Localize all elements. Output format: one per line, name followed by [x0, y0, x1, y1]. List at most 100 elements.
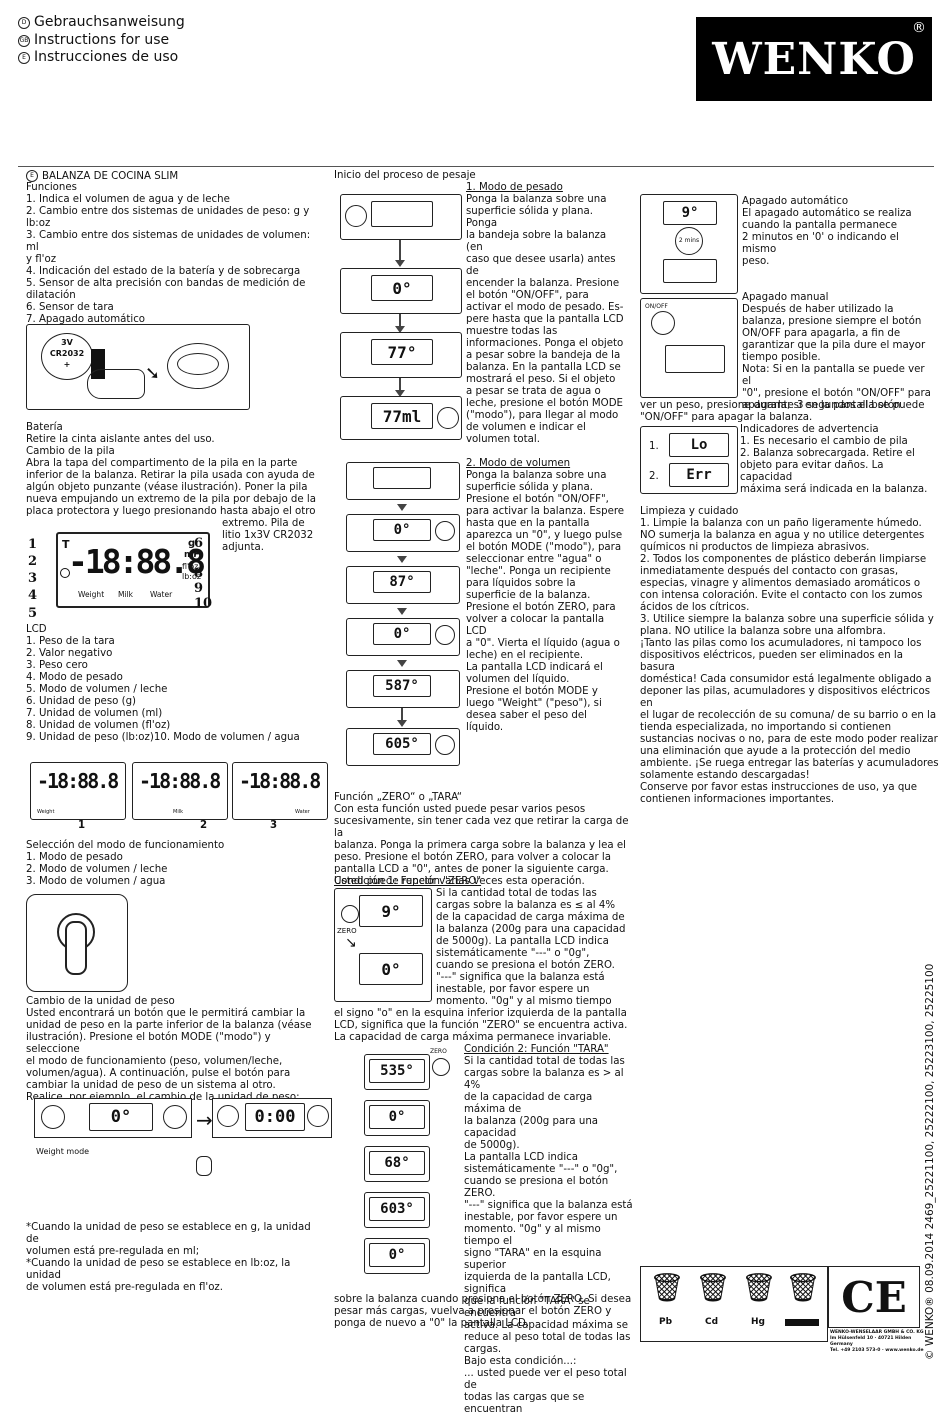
inicio-title: Inicio del proceso de pesaje	[334, 170, 476, 181]
warn-lcd-err: Err	[669, 463, 729, 487]
zero-knob-icon	[432, 1058, 450, 1076]
cond2-lcd-4: 603°	[369, 1197, 425, 1221]
onoff-knob-icon	[41, 1105, 65, 1129]
cond1-figure: 9° ZERO ↘ 0°	[334, 888, 432, 1002]
zero-title: Función „ZERO“ o „TARA“	[334, 792, 462, 803]
cond1-text: Si la cantidad total de todas las cargas…	[436, 888, 626, 1007]
cambio-pila-title: Cambio de la pila	[26, 446, 115, 457]
bateria-title: Batería	[26, 422, 63, 433]
battery-cr2032-icon: 3V CR2032 +	[41, 333, 93, 380]
funciones-title: Funciones	[26, 182, 77, 193]
mini-lcd-label-1: 1	[78, 820, 86, 831]
manual-off-figure: ON/OFF	[640, 298, 738, 398]
callout-9: 9	[194, 581, 204, 596]
zero-text: Con esta función usted puede pesar vario…	[334, 804, 629, 887]
mode-knob-icon	[163, 1105, 187, 1129]
unit-lboz: lb:oz	[182, 572, 202, 581]
modo-pesado-text: Ponga la balanza sobre una superficie só…	[466, 194, 624, 445]
unit-switch-illustration	[26, 894, 128, 992]
company-address: Im Hülsenfeld 10 · 40721 Hilden Germany	[830, 1336, 912, 1347]
volumen-step-3: 87°	[346, 566, 460, 604]
zero-label: ZERO	[430, 1048, 447, 1055]
cond1-lcd-1: 9°	[359, 895, 423, 927]
mode-milk: Milk	[118, 590, 133, 599]
pesado-step-1	[340, 194, 462, 240]
warn-num-1: 1.	[649, 441, 659, 452]
header-divider	[18, 166, 934, 167]
volumen-lcd-1	[373, 467, 431, 489]
unit-note: *Cuando la unidad de peso se establece e…	[26, 1222, 311, 1293]
cond2-title: Condición 2: Función "TARA"	[464, 1044, 609, 1055]
onoff-knob-icon	[345, 205, 367, 227]
callout-2: 2	[28, 554, 38, 569]
arrow-down-icon	[397, 660, 407, 667]
bateria-text: Retire la cinta aislante antes del uso.	[26, 434, 215, 445]
label-hg: Hg	[751, 1317, 765, 1327]
arrow-right-icon: →	[196, 1108, 213, 1132]
volumen-lcd-6: 605°	[373, 733, 431, 755]
flag-de-icon: D	[18, 17, 30, 29]
battery-cover-icon	[177, 353, 219, 375]
pesado-step-3: 77°	[340, 332, 462, 378]
mini-lcd-label-2: 2	[200, 820, 208, 831]
wenko-logo: WENKO	[696, 17, 932, 101]
pesado-lcd-4: 77ml	[371, 403, 433, 429]
crossed-bin-icon: 🗑	[649, 1271, 685, 1304]
cond1-tail: el signo "o" en la esquina inferior izqu…	[334, 1008, 628, 1043]
zero-knob-icon	[341, 905, 359, 923]
volumen-lcd-2: 0°	[373, 519, 431, 541]
arrow-right-icon: ➘	[145, 363, 161, 384]
flow-line	[399, 240, 401, 262]
registered-mark: ®	[912, 20, 926, 36]
volumen-step-1	[346, 462, 460, 500]
cambio-pila-text: Abra la tapa del compartimento de la pil…	[26, 458, 316, 517]
auto-off-lcd: 9°	[663, 201, 717, 225]
weight-mode-label: Weight mode	[36, 1147, 90, 1156]
onoff-knob-icon	[651, 311, 675, 335]
onoff-label: ON/OFF	[645, 303, 668, 310]
volumen-step-4: 0°	[346, 618, 460, 656]
company-phone: Tel. +49 2103 573-0 · www.wenko.de	[830, 1348, 924, 1353]
cond2-step-1: 535°	[364, 1054, 430, 1090]
callout-1: 1	[28, 537, 38, 552]
warn-num-2: 2.	[649, 471, 659, 482]
modo-pesado-title: 1. Modo de pesado	[466, 182, 563, 193]
crossed-bin-icon: 🗑	[785, 1271, 821, 1304]
battery-illustration: 3V CR2032 + ➘	[26, 324, 250, 410]
finger-press-icon	[196, 1156, 212, 1176]
arrow-icon: ↘	[345, 935, 357, 951]
hand-icon	[87, 369, 145, 399]
cond2-lcd-5: 0°	[369, 1243, 425, 1267]
apagado-manual-title: Apagado manual	[742, 292, 829, 303]
warning-figure: 1. Lo 2. Err	[640, 426, 738, 494]
lcd-digits: -18:88.8	[68, 542, 206, 581]
funciones-list: 1. Indica el volumen de agua y de leche …	[26, 194, 311, 325]
pesado-lcd-1	[371, 201, 433, 227]
arrow-down-icon	[397, 608, 407, 615]
arrow-down-icon	[397, 556, 407, 563]
mode-weight: Weight	[78, 590, 105, 599]
pesado-lcd-2: 0°	[371, 275, 433, 301]
manual-off-lcd	[665, 345, 725, 373]
lcd-diagram: 1 2 3 4 5 T -18:88.8 g ml fl'oz lb:oz We…	[28, 532, 210, 621]
volumen-step-6: 605°	[346, 728, 460, 766]
mini-mode-milk: Milk	[173, 809, 183, 815]
warn-lcd-lo: Lo	[669, 433, 729, 457]
callout-10: 10	[194, 596, 213, 611]
disposal-symbols: 🗑 Pb 🗑 Cd 🗑 Hg 🗑	[640, 1266, 828, 1342]
vertical-footer-text: © WENKO® 08.09.2014 2469_25221100, 25222…	[924, 963, 936, 1360]
indicadores-text: 1. Es necesario el cambio de pila 2. Bal…	[740, 436, 928, 495]
modo-volumen-title: 2. Modo de volumen	[466, 458, 571, 469]
flag-es-icon: E	[18, 52, 30, 64]
callout-6: 6	[194, 536, 204, 551]
flag-es-icon: E	[26, 170, 38, 182]
seleccion-title: Selección del modo de funcionamiento	[26, 840, 225, 851]
arrow-down-icon	[395, 326, 405, 333]
cond2-step-2: 0°	[364, 1100, 430, 1136]
mini-lcd-digits: -18:88.8	[139, 769, 221, 793]
scale-bottom-icon	[167, 343, 229, 389]
company-info: WENKO-WENSELAAR GMBH & CO. KG Im Hülsenf…	[830, 1330, 926, 1354]
auto-off-lcd-blank	[663, 259, 717, 283]
lcd-example-g: 0°	[89, 1103, 153, 1131]
arrow-down-icon	[397, 720, 407, 727]
